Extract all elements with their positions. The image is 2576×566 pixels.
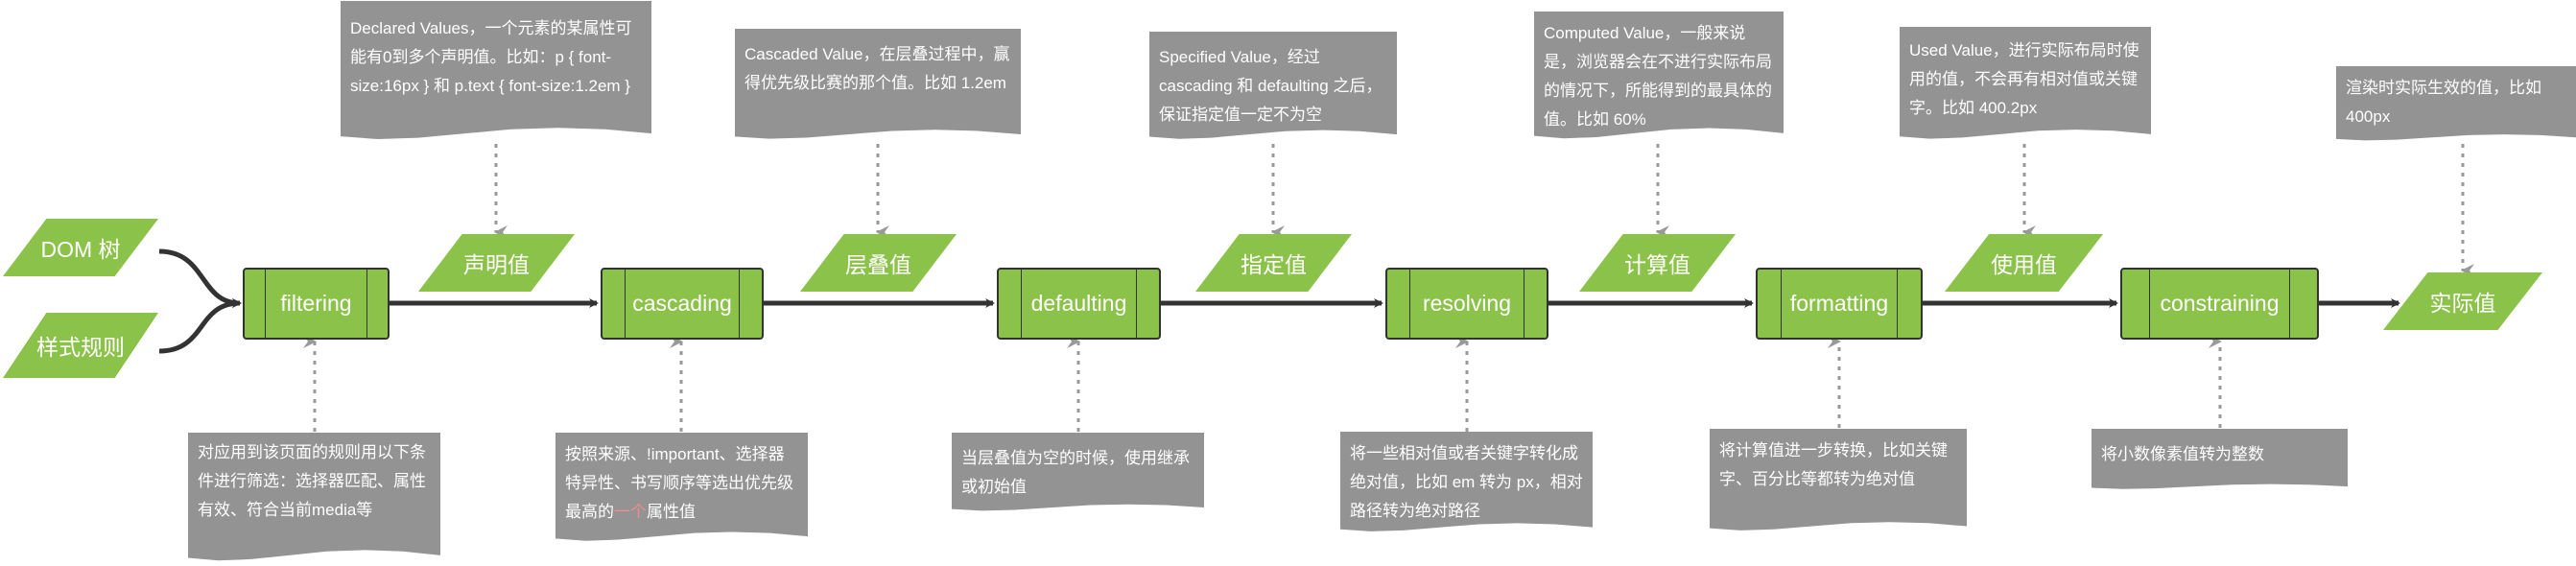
label: 计算值	[1624, 252, 1690, 277]
note-text: Declared Values，一个元素的某属性可能有0到多个声明值。比如：p …	[350, 19, 632, 95]
note-specified: Specified Value，经过 cascading 和 defaultin…	[1149, 32, 1397, 139]
label: 声明值	[463, 252, 530, 277]
note-text: Specified Value，经过 cascading 和 defaultin…	[1159, 48, 1383, 124]
note-constraining: 将小数像素值转为整数	[2092, 429, 2348, 489]
label: 指定值	[1241, 252, 1307, 277]
note-text: 当层叠值为空的时候，使用继承或初始值	[961, 449, 1190, 496]
note-text: Computed Value，一般来说是，浏览器会在不进行实际布局的情况下，所能…	[1544, 24, 1772, 129]
label: 使用值	[1991, 252, 2057, 277]
label: filtering	[280, 291, 352, 316]
label: DOM 树	[40, 237, 121, 262]
label: formatting	[1789, 291, 1889, 316]
arrow-styles-to-filtering	[158, 298, 242, 354]
label: cascading	[632, 291, 732, 316]
note-cascaded: Cascaded Value，在层叠过程中，赢得优先级比赛的那个值。比如 1.2…	[735, 29, 1021, 139]
note-text: 将一些相对值或者关键字转化成绝对值，比如 em 转为 px，相对路径转为绝对路径	[1350, 444, 1583, 520]
note-filtering: 对应用到该页面的规则用以下条件进行筛选：选择器匹配、属性有效、符合当前media…	[188, 433, 440, 561]
note-actual: 渲染时实际生效的值，比如 400px	[2336, 66, 2576, 141]
label: 层叠值	[845, 252, 911, 277]
note-text: 渲染时实际生效的值，比如 400px	[2346, 79, 2541, 126]
note-text: Used Value，进行实际布局时使用的值，不会再有相对值或关键字。比如 40…	[1909, 41, 2139, 117]
process-constraining: constraining	[2120, 268, 2319, 340]
arrow-dom-to-filtering	[158, 248, 242, 308]
label: constraining	[2160, 291, 2280, 316]
process-resolving: resolving	[1385, 268, 1548, 340]
note-declared: Declared Values，一个元素的某属性可能有0到多个声明值。比如：p …	[341, 1, 651, 140]
note-text: 将计算值进一步转换，比如关键字、百分比等都转为绝对值	[1719, 441, 1948, 488]
note-text: 属性值	[647, 503, 696, 521]
note-text: 对应用到该页面的规则用以下条件进行筛选：选择器匹配、属性有效、符合当前media…	[198, 443, 426, 519]
note-text: 按照来源、!important、选择器特异性、书写顺序等选出优先级最高的	[565, 445, 793, 521]
note-resolving: 将一些相对值或者关键字转化成绝对值，比如 em 转为 px，相对路径转为绝对路径	[1340, 432, 1593, 531]
note-formatting: 将计算值进一步转换，比如关键字、百分比等都转为绝对值	[1710, 429, 1967, 531]
note-highlight: 一个	[614, 503, 647, 521]
process-formatting: formatting	[1756, 268, 1923, 340]
note-text: Cascaded Value，在层叠过程中，赢得优先级比赛的那个值。比如 1.2…	[744, 45, 1010, 92]
note-cascading: 按照来源、!important、选择器特异性、书写顺序等选出优先级最高的一个属性…	[555, 433, 808, 541]
process-cascading: cascading	[601, 268, 764, 340]
note-computed: Computed Value，一般来说是，浏览器会在不进行实际布局的情况下，所能…	[1534, 12, 1784, 139]
note-used: Used Value，进行实际布局时使用的值，不会再有相对值或关键字。比如 40…	[1900, 27, 2151, 139]
note-text: 将小数像素值转为整数	[2101, 445, 2264, 463]
label: 实际值	[2429, 291, 2496, 316]
label: resolving	[1422, 291, 1512, 316]
label: defaulting	[1030, 291, 1127, 316]
process-filtering: filtering	[243, 268, 390, 340]
note-defaulting: 当层叠值为空的时候，使用继承或初始值	[952, 433, 1204, 511]
process-defaulting: defaulting	[997, 268, 1161, 340]
label: 样式规则	[36, 335, 125, 360]
